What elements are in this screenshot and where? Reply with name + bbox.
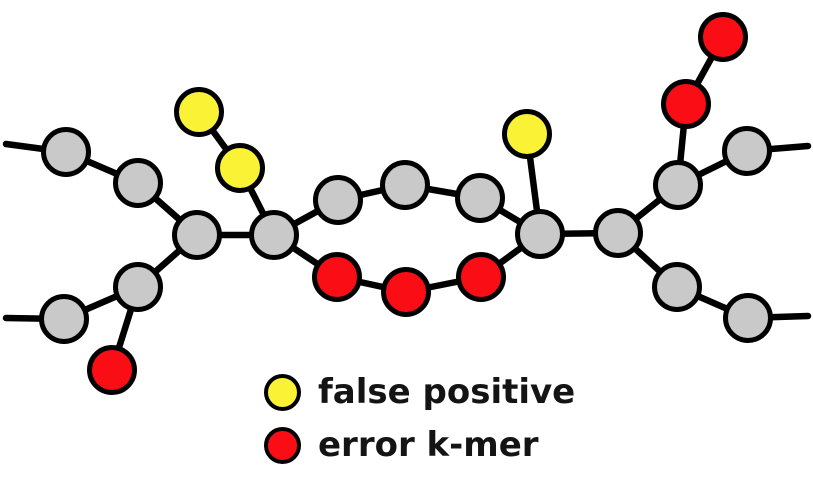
error-kmer-swatch-icon xyxy=(264,426,301,464)
graph-node-false-positive xyxy=(215,143,265,193)
graph-node-normal xyxy=(652,262,702,312)
graph-node-error xyxy=(698,12,748,62)
graph-node-normal xyxy=(653,160,703,210)
graph-node-error xyxy=(312,252,362,302)
graph-node-error xyxy=(456,252,506,302)
graph-node-normal xyxy=(593,208,643,258)
graph-node-normal xyxy=(515,209,565,259)
graph-node-normal xyxy=(723,293,773,343)
graph-node-normal xyxy=(172,210,222,260)
graph-node-error xyxy=(381,267,431,317)
false-positive-label: false positive xyxy=(318,372,576,412)
graph-node-normal xyxy=(113,262,163,312)
false-positive-swatch-icon xyxy=(264,373,301,411)
legend-row-error-kmer: error k-mer xyxy=(264,426,575,464)
graph-node-normal xyxy=(722,126,772,176)
legend: false positive error k-mer xyxy=(264,373,575,479)
graph-node-normal xyxy=(380,160,430,210)
graph-node-error xyxy=(661,79,711,129)
graph-node-error xyxy=(87,345,137,395)
graph-node-false-positive xyxy=(502,109,552,159)
graph-node-normal xyxy=(455,173,505,223)
graph-node-normal xyxy=(313,175,363,225)
graph-node-normal xyxy=(249,210,299,260)
graph-node-false-positive xyxy=(174,87,224,137)
legend-row-false-positive: false positive xyxy=(264,373,575,411)
graph-node-normal xyxy=(39,294,89,344)
error-kmer-label: error k-mer xyxy=(318,425,539,465)
graph-node-normal xyxy=(41,127,91,177)
graph-node-normal xyxy=(113,158,163,208)
